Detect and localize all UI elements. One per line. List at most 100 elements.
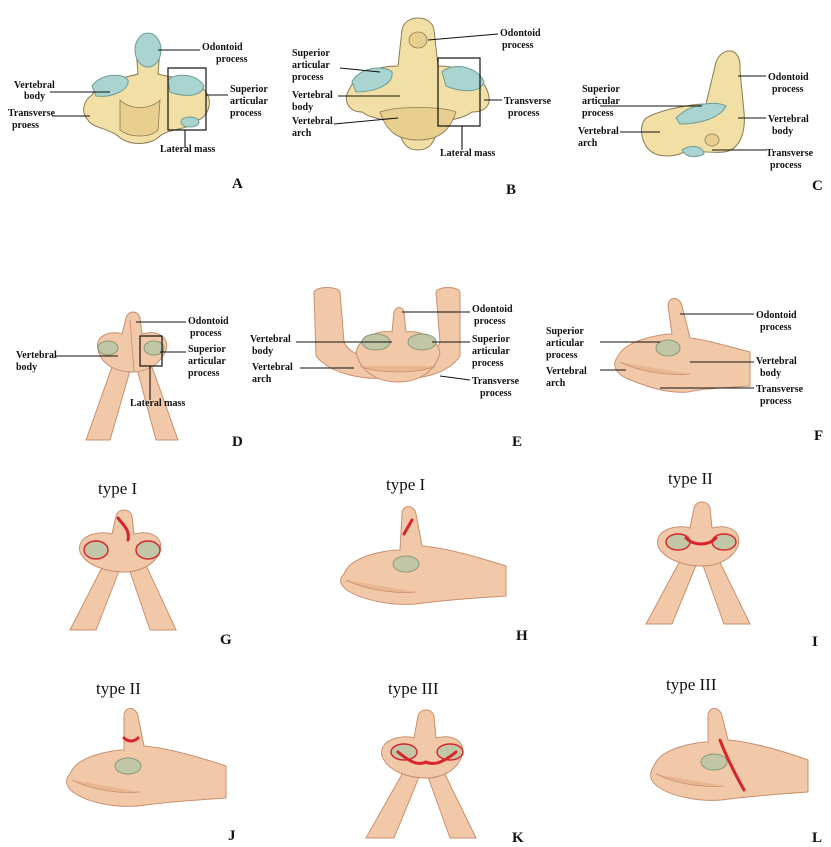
right-facet-a bbox=[167, 74, 205, 96]
panel-letter-i: I bbox=[812, 634, 818, 650]
fracture-line-k bbox=[396, 750, 458, 766]
svg-text:arch: arch bbox=[578, 138, 598, 149]
lateral-mass-box-a bbox=[167, 67, 207, 131]
svg-text:process: process bbox=[508, 108, 540, 119]
label-odontoid-f: Odontoid bbox=[756, 310, 797, 321]
svg-text:process: process bbox=[582, 108, 614, 119]
fingers-h bbox=[345, 579, 417, 593]
label-odontoid-c: Odontoid bbox=[768, 72, 809, 83]
odontoid-b bbox=[408, 31, 428, 49]
panel-letter-c: C bbox=[812, 178, 823, 194]
label-lateral-mass-a: Lateral mass bbox=[160, 144, 215, 155]
svg-text:articular: articular bbox=[546, 338, 584, 349]
label-transverse-a: Transverse bbox=[8, 108, 56, 119]
hand-j bbox=[66, 708, 227, 807]
svg-text:proess: proess bbox=[12, 120, 39, 131]
panel-j: type II J bbox=[66, 679, 236, 844]
panel-f: Odontoid process Superior articular proc… bbox=[546, 298, 823, 444]
label-vertebral-body-f: Vertebral bbox=[756, 356, 797, 367]
label-superior-b: Superior bbox=[292, 48, 330, 59]
svg-text:process: process bbox=[188, 368, 220, 379]
svg-text:body: body bbox=[772, 126, 793, 137]
type-label-h: type I bbox=[386, 475, 426, 494]
panel-d: Odontoid process Vertebral body Superior… bbox=[16, 311, 243, 450]
svg-text:body: body bbox=[760, 368, 781, 379]
svg-text:process: process bbox=[772, 84, 804, 95]
panel-l: type III L bbox=[650, 675, 822, 846]
svg-text:body: body bbox=[292, 102, 313, 113]
panel-letter-b: B bbox=[506, 182, 516, 198]
panel-c: Odontoid process Superior articular proc… bbox=[578, 50, 823, 194]
right-pad-d bbox=[143, 340, 165, 356]
label-odontoid-b: Odontoid bbox=[500, 28, 541, 39]
panel-letter-f: F bbox=[814, 428, 823, 444]
right-pad-outline-g bbox=[135, 540, 161, 560]
label-odontoid-e: Odontoid bbox=[472, 304, 513, 315]
panel-h: type I H bbox=[340, 475, 528, 644]
svg-text:process: process bbox=[760, 322, 792, 333]
label-vertebral-arch-e: Vertebral bbox=[252, 362, 293, 373]
lower-facet-c bbox=[681, 146, 705, 158]
fracture-line-j bbox=[122, 736, 140, 743]
label-transverse-b: Transverse bbox=[504, 96, 552, 107]
lateral-mass-box-b bbox=[437, 57, 481, 127]
finger-gap-d bbox=[129, 319, 135, 373]
type-label-k: type III bbox=[388, 679, 439, 698]
panel-g: type I G bbox=[69, 479, 232, 648]
panel-k: type III K bbox=[365, 679, 524, 846]
label-odontoid-a: Odontoid bbox=[202, 42, 243, 53]
pad-j bbox=[114, 757, 142, 775]
label-superior-c: Superior bbox=[582, 84, 620, 95]
fingers-f bbox=[619, 361, 691, 375]
svg-text:arch: arch bbox=[546, 378, 566, 389]
svg-text:process: process bbox=[472, 358, 504, 369]
right-pad-outline-k bbox=[436, 743, 464, 761]
hand-f bbox=[614, 298, 751, 393]
panel-letter-g: G bbox=[220, 632, 232, 648]
label-transverse-e: Transverse bbox=[472, 376, 520, 387]
vertebra-shade-a bbox=[119, 98, 161, 137]
type-label-g: type I bbox=[98, 479, 138, 498]
vertebra-lateral-c bbox=[641, 50, 745, 157]
svg-text:body: body bbox=[252, 346, 273, 357]
odontoid-facet-a bbox=[134, 32, 162, 68]
superior-facet-c bbox=[675, 102, 727, 125]
left-pad-outline-g bbox=[83, 540, 109, 560]
hands-e bbox=[355, 307, 441, 383]
panel-letter-e: E bbox=[512, 434, 522, 450]
label-vertebral-arch-f: Vertebral bbox=[546, 366, 587, 377]
type-label-i: type II bbox=[668, 469, 713, 488]
svg-text:arch: arch bbox=[252, 374, 272, 385]
panel-letter-d: D bbox=[232, 434, 243, 450]
panel-b: Odontoid process Superior articular proc… bbox=[292, 17, 552, 198]
transverse-facet-a bbox=[180, 116, 200, 128]
fingers-e bbox=[359, 365, 437, 373]
label-superior-e: Superior bbox=[472, 334, 510, 345]
label-superior-d: Superior bbox=[188, 344, 226, 355]
panel-letter-a: A bbox=[232, 176, 243, 192]
vertebral-arch-b bbox=[379, 107, 457, 141]
label-vertebral-body-c: Vertebral bbox=[768, 114, 809, 125]
label-vertebral-arch-c: Vertebral bbox=[578, 126, 619, 137]
type-label-l: type III bbox=[666, 675, 717, 694]
hand-l bbox=[650, 708, 809, 801]
svg-text:articular: articular bbox=[230, 96, 268, 107]
fingers-j bbox=[71, 779, 141, 793]
label-superior-a: Superior bbox=[230, 84, 268, 95]
svg-text:process: process bbox=[502, 40, 534, 51]
svg-text:process: process bbox=[480, 388, 512, 399]
svg-text:process: process bbox=[216, 54, 248, 65]
panel-letter-k: K bbox=[512, 830, 524, 846]
svg-text:process: process bbox=[190, 328, 222, 339]
label-lateral-mass-b: Lateral mass bbox=[440, 148, 495, 159]
type-label-j: type II bbox=[96, 679, 141, 698]
left-pad-outline-k bbox=[390, 743, 418, 761]
hand-h bbox=[340, 506, 507, 605]
fingers-l bbox=[655, 773, 725, 787]
label-vertebral-body-b: Vertebral bbox=[292, 90, 333, 101]
svg-text:articular: articular bbox=[582, 96, 620, 107]
svg-text:process: process bbox=[760, 396, 792, 407]
svg-text:articular: articular bbox=[292, 60, 330, 71]
